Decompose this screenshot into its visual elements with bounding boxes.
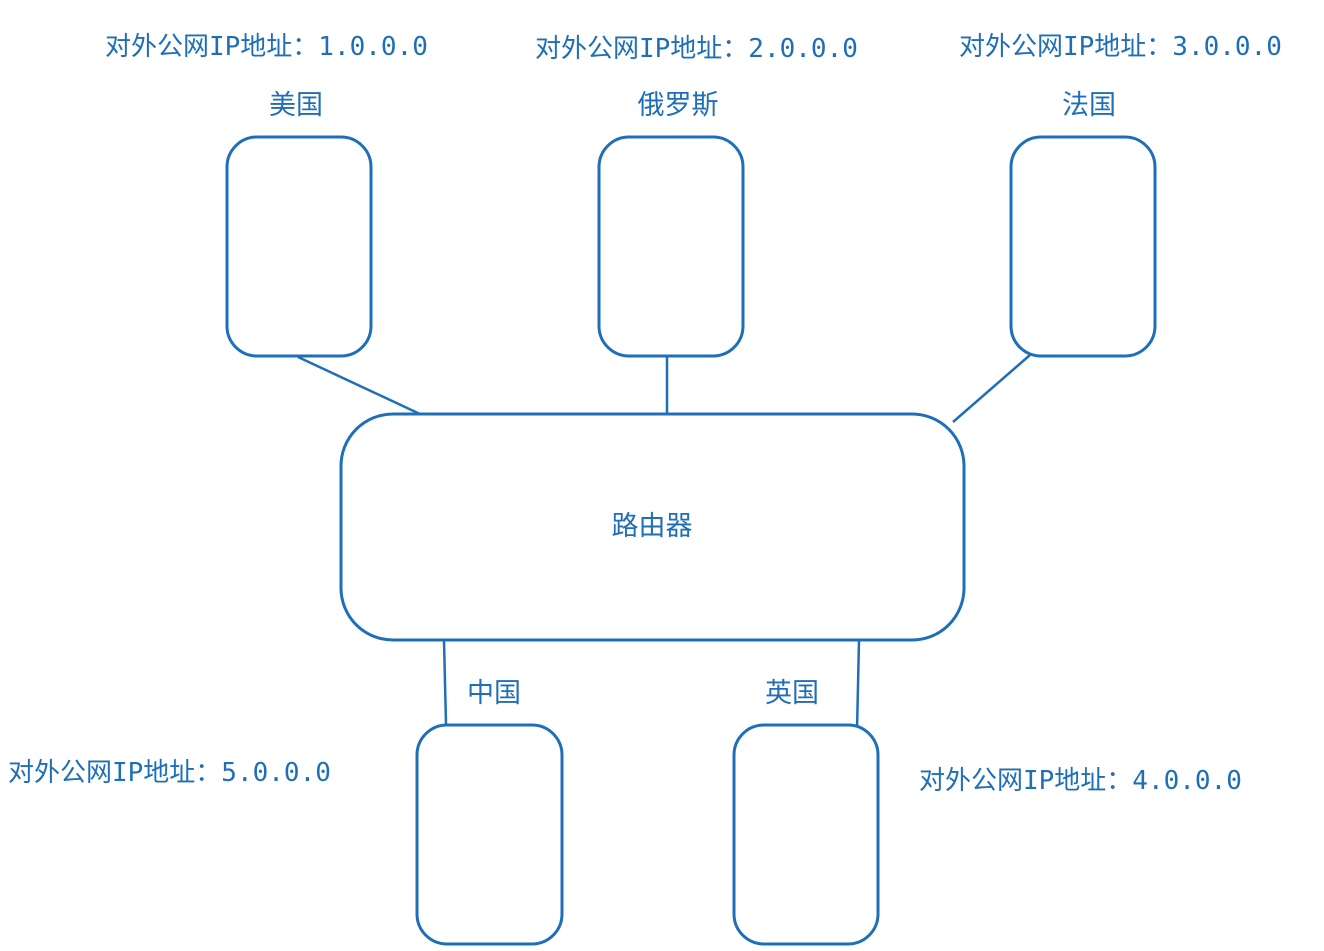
node-country-usa: 美国 [269,90,323,121]
node-box-russia[interactable] [597,135,745,358]
node-ip-russia: 对外公网IP地址：2.0.0.0 [535,34,858,64]
node-country-china: 中国 [467,678,521,709]
link-router-china [442,640,448,725]
link-usa-router [297,355,421,416]
node-country-france: 法国 [1062,90,1116,121]
node-country-uk: 英国 [765,678,819,709]
node-ip-china: 对外公网IP地址：5.0.0.0 [8,758,331,788]
node-country-russia: 俄罗斯 [638,90,719,121]
router-label: 路由器 [612,511,693,542]
node-box-france[interactable] [1009,135,1157,358]
node-box-china[interactable] [415,723,564,946]
node-box-usa[interactable] [225,135,373,358]
node-ip-france: 对外公网IP地址：3.0.0.0 [959,32,1282,62]
node-ip-usa: 对外公网IP地址：1.0.0.0 [105,32,428,62]
link-france-router [952,354,1031,423]
node-ip-uk: 对外公网IP地址：4.0.0.0 [919,766,1242,796]
link-router-uk [855,640,861,731]
node-box-uk[interactable] [732,723,880,946]
router-box[interactable] [339,412,966,642]
